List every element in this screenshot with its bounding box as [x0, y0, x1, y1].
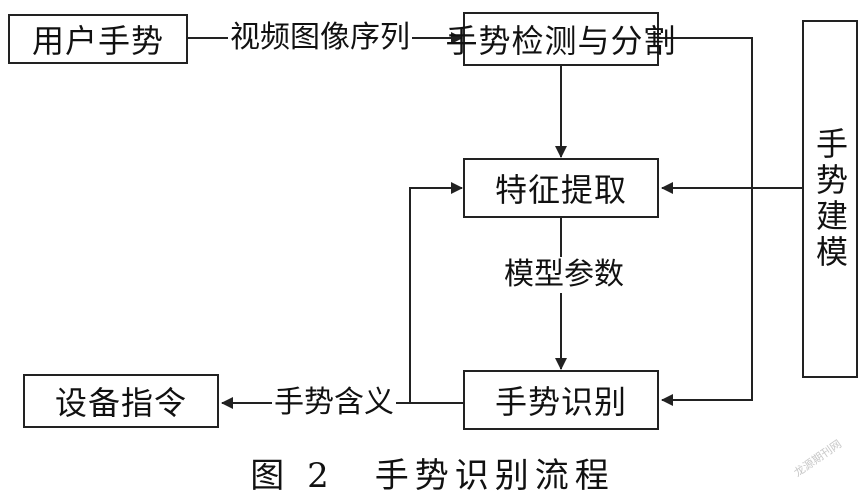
figure-caption: 图 2 手势识别流程 — [250, 456, 615, 496]
node-user-gesture-label: 用户手势 — [31, 22, 164, 60]
node-feature-extract: 特征提取 — [463, 158, 659, 218]
node-detect-segment-label: 手势检测与分割 — [445, 22, 677, 60]
node-gesture-recognize: 手势识别 — [463, 370, 659, 430]
node-device-command: 设备指令 — [23, 374, 219, 428]
edge-label-video-sequence: 视频图像序列 — [228, 20, 412, 56]
edge-label-gesture-meaning: 手势含义 — [272, 385, 396, 421]
node-feature-extract-label: 特征提取 — [494, 171, 627, 209]
node-user-gesture: 用户手势 — [8, 14, 188, 64]
edge-label-model-params: 模型参数 — [502, 257, 626, 293]
edge-recognize-feedback — [409, 182, 463, 404]
node-gesture-recognize-label: 手势识别 — [494, 383, 627, 421]
node-detect-segment: 手势检测与分割 — [446, 12, 676, 66]
node-gesture-modeling-label: 手势建模 — [811, 127, 849, 271]
node-gesture-modeling: 手势建模 — [802, 20, 858, 378]
edge-detect-to-recognize — [658, 37, 753, 406]
node-device-command-label: 设备指令 — [54, 384, 187, 422]
